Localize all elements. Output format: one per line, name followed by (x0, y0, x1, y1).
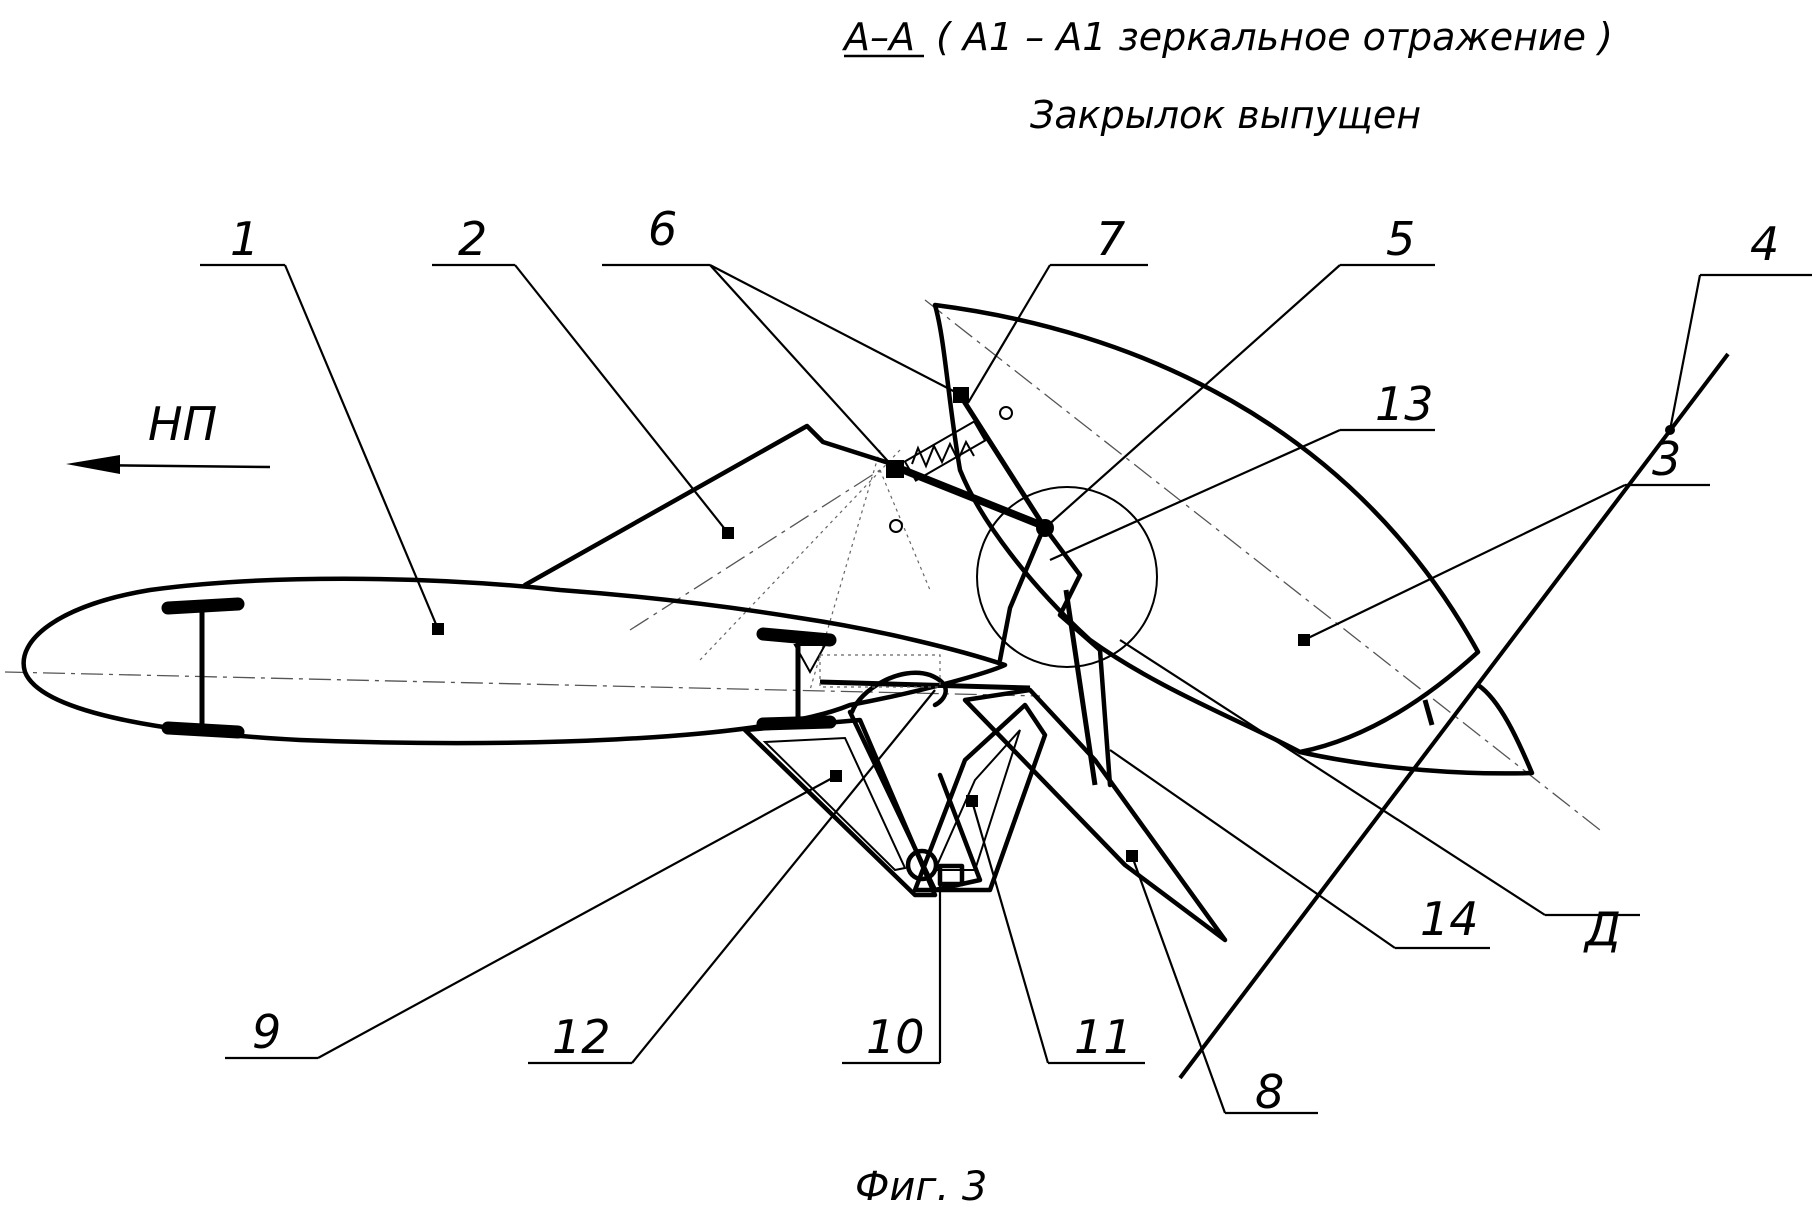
callout-d: Д (1583, 902, 1621, 956)
flap-main-outline (932, 302, 1481, 755)
direction-arrow-head (66, 455, 120, 474)
wing-chord-line (4, 671, 1041, 697)
callout-4: 4 (1750, 217, 1779, 271)
callout-8: 8 (1255, 1065, 1284, 1119)
callout-13: 13 (1375, 377, 1434, 431)
callout-5: 5 (1386, 212, 1415, 266)
pivot-10-block (937, 863, 965, 887)
callout-3: 3 (1652, 432, 1681, 486)
callout-14: 14 (1420, 892, 1479, 946)
callout-7: 7 (1096, 212, 1125, 266)
strip-8 (962, 687, 1228, 943)
front-spar-cap-bottom (161, 721, 245, 739)
flight-direction: НП (66, 397, 271, 474)
aux-line-3 (879, 469, 931, 591)
callout-12: 12 (552, 1010, 611, 1064)
figure-caption: Фиг. 3 (855, 1164, 987, 1210)
leader-lines (200, 263, 1812, 1115)
pivot-10 (905, 848, 939, 882)
link-rod-upper (957, 393, 1048, 530)
construction-lines (4, 299, 1601, 831)
wing-section (21, 576, 1008, 746)
fairing (522, 423, 1048, 663)
lever-assembly (742, 644, 1048, 898)
pivot-7 (999, 406, 1013, 420)
detail-circle-d (976, 486, 1158, 668)
flap-state-label: Закрылок выпущен (1030, 93, 1421, 137)
pushrod (819, 679, 1031, 691)
flap-tab-outline (1297, 682, 1535, 776)
callout-10: 10 (866, 1010, 925, 1064)
lever-11 (912, 702, 1048, 893)
drive-assembly (962, 525, 1228, 943)
dashed-housing (819, 654, 941, 688)
flap-chord-line (924, 299, 1601, 831)
fairing-outline (522, 423, 1048, 663)
direction-label: НП (148, 397, 217, 451)
crank-12 (849, 670, 948, 715)
rear-spar-cap-top (756, 627, 837, 647)
callout-1: 1 (230, 212, 259, 266)
reference-line-4 (1178, 352, 1730, 1080)
callout-6: 6 (648, 202, 677, 256)
bracket-9 (742, 717, 938, 898)
title-block: А–А ( А1 – А1 зеркальное отражение ) Зак… (841, 15, 1613, 137)
callout-9: 9 (252, 1005, 281, 1059)
spring-coil (911, 439, 975, 469)
callout-numbers: 1 2 6 7 5 13 3 4 14 Д 8 9 12 10 11 (230, 202, 1779, 1119)
drive-link-14 (1042, 525, 1113, 788)
spar-bracket (793, 644, 827, 675)
line-4 (1178, 352, 1730, 1080)
callout-2: 2 (458, 212, 487, 266)
fairing-axis-line (629, 469, 881, 631)
bracket-9-slot (762, 736, 907, 872)
spring-housing (903, 420, 987, 482)
linkage (886, 387, 1054, 537)
flap-tab-joint (1422, 699, 1435, 726)
callout-11: 11 (1074, 1010, 1133, 1064)
section-note: ( А1 – А1 зеркальное отражение ) (936, 15, 1613, 59)
section-label: А–А (841, 15, 915, 59)
wing-outline (21, 576, 1008, 746)
pivot-6 (889, 519, 903, 533)
front-spar-cap-top (161, 597, 245, 615)
